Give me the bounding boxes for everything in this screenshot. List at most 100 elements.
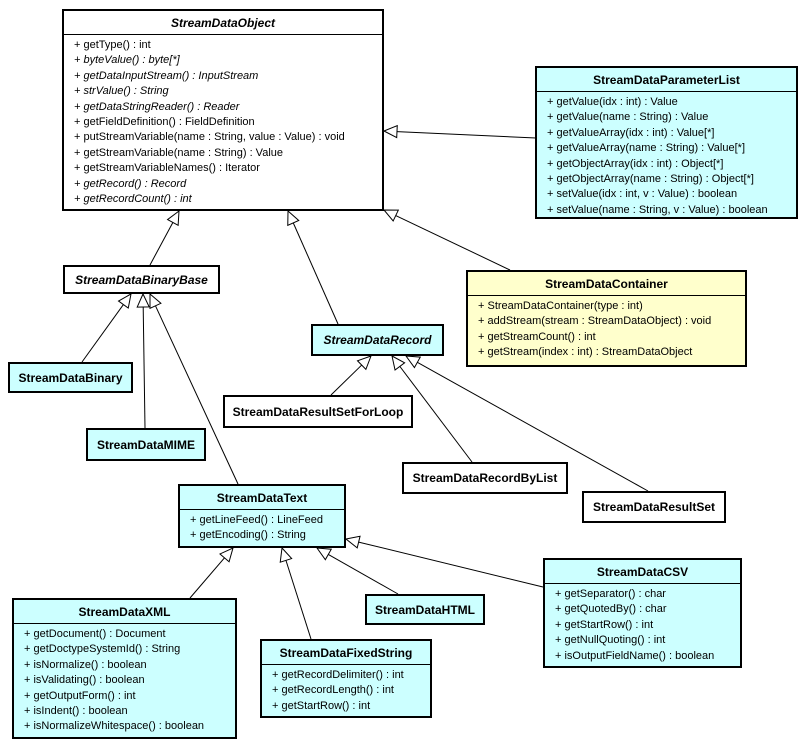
operation: + getRecord() : Record [74,177,187,190]
operation: + byteValue() : byte[*] [74,54,180,67]
class-name: StreamDataResultSetForLoop [232,404,404,419]
operation: + isNormalize() : boolean [24,658,147,671]
operations-compartment: + getSeparator() : char + getQuotedBy() :… [545,583,740,667]
class-stream-data-binary-base[interactable]: StreamDataBinaryBase [63,265,220,294]
operation: + getType() : int [74,39,151,51]
operations-compartment: + getDocument() : Document + getDoctypeSy… [14,623,235,738]
class-stream-data-fixed-string[interactable]: StreamDataFixedString + getRecordDelimit… [260,639,432,718]
class-stream-data-csv[interactable]: StreamDataCSV + getSeparator() : char+ g… [543,558,742,668]
edge-line [142,306,146,429]
generalization-recordByList-to-record [391,355,473,463]
operation: + getValue(idx : int) : Value [547,96,678,108]
operation: + getStream(index : int) : StreamDataObj… [478,346,693,359]
class-stream-data-html[interactable]: StreamDataHTML [365,594,485,625]
operation: + getRecordDelimiter() : int [272,669,404,681]
operations-compartment: + getValue(idx : int) : Value+ getValue(… [537,91,796,221]
generalization-container-to-sdo [382,209,511,271]
operation: + getLineFeed() : LineFeed [190,514,324,526]
operations-compartment: + getType() : int + byteValue() : byte[*]… [64,34,382,210]
generalization-fixedString-to-text [279,546,312,640]
class-stream-data-binary[interactable]: StreamDataBinary [8,362,133,393]
generalization-paramList-to-sdo [382,124,537,139]
operation: + getValueArray(name : String) : Value[*… [547,142,745,155]
operation: + getStartRow() : int [555,618,654,631]
operation: + getDataInputStream() : InputStream [74,69,259,82]
generalization-xml-to-text [189,547,234,599]
hollow-triangle-arrowhead-icon [344,535,361,549]
generalization-csv-to-text [344,535,544,588]
hollow-triangle-arrowhead-icon [287,209,300,227]
generalization-binary-to-binaryBase [81,293,132,363]
edge-line [285,560,312,640]
operation: + isIndent() : boolean [24,705,128,718]
class-name: StreamDataBinary [18,370,123,385]
class-name: StreamDataHTML [374,602,476,617]
class-name: StreamDataContainer [545,277,668,291]
operation: + isOutputFieldName() : boolean [555,649,715,662]
class-name: StreamDataMIME [96,437,196,452]
class-stream-data-record-by-list[interactable]: StreamDataRecordByList [402,462,568,494]
operation: + getQuotedBy() : char [555,603,667,616]
generalization-text-to-binaryBase [149,292,239,485]
hollow-triangle-arrowhead-icon [382,209,400,222]
operation: + getValueArray(idx : int) : Value[*] [547,126,715,139]
class-stream-data-parameter-list[interactable]: StreamDataParameterList + getValue(idx :… [535,66,798,219]
edge-line [395,215,511,271]
hollow-triangle-arrowhead-icon [404,355,422,369]
operation: + getOutputForm() : int [24,689,136,702]
class-name: StreamDataObject [170,16,276,30]
operations-compartment: + getLineFeed() : LineFeed + getEncoding(… [180,509,344,547]
operation: + getObjectArray(idx : int) : Object[*] [547,157,724,170]
operation: + addStream(stream : StreamDataObject) :… [478,315,712,328]
class-stream-data-mime[interactable]: StreamDataMIME [86,428,206,461]
generalization-resultSet-to-record [404,355,649,492]
operation: + isNormalizeWhitespace() : boolean [24,720,205,733]
class-name: StreamDataBinaryBase [75,272,208,287]
hollow-triangle-arrowhead-icon [117,293,132,309]
hollow-triangle-arrowhead-icon [136,292,150,308]
class-stream-data-text[interactable]: StreamDataText + getLineFeed() : LineFee… [178,484,346,548]
hollow-triangle-arrowhead-icon [166,209,180,227]
operation: + getStreamCount() : int [478,330,596,343]
operation: + getEncoding() : String [190,529,306,542]
operation: + putStreamVariable(name : String, value… [74,131,345,144]
operation: + getDocument() : Document [24,628,166,640]
class-stream-data-container[interactable]: StreamDataContainer + StreamDataContaine… [466,270,747,367]
generalization-binaryBase-to-sdo [149,209,180,266]
operation: + getNullQuoting() : int [555,634,666,647]
hollow-triangle-arrowhead-icon [219,547,234,563]
edge-line [189,557,225,599]
edge-line [417,361,649,492]
hollow-triangle-arrowhead-icon [279,546,293,563]
operation: + getStartRow() : int [272,699,371,712]
generalization-resultSetForLoop-to-record [330,355,372,396]
operation: + getFieldDefinition() : FieldDefinition [74,116,255,129]
class-stream-data-xml[interactable]: StreamDataXML + getDocument() : Document… [12,598,237,739]
class-name: StreamDataRecordByList [412,471,558,485]
class-name: StreamDataXML [78,605,171,619]
edge-line [396,131,537,139]
operation: + getSeparator() : char [555,588,666,600]
hollow-triangle-arrowhead-icon [382,124,398,139]
operation: + getStreamVariableNames() : Iterator [74,162,260,175]
operation: + setValue(name : String, v : Value) : b… [547,203,768,216]
operation: + getDataStringReader() : Reader [74,100,240,113]
operation: + getRecordCount() : int [74,193,192,206]
operation: + StreamDataContainer(type : int) [478,300,643,312]
edge-line [330,364,363,396]
class-stream-data-result-set[interactable]: StreamDataResultSet [582,491,726,523]
operation: + getObjectArray(name : String) : Object… [547,173,754,186]
class-stream-data-result-set-for-loop[interactable]: StreamDataResultSetForLoop [223,395,413,428]
edge-line [328,553,399,595]
edge-line [399,366,473,463]
class-stream-data-object[interactable]: StreamDataObject + getType() : int + byte… [62,9,384,211]
hollow-triangle-arrowhead-icon [149,292,162,310]
operation: + isValidating() : boolean [24,674,145,687]
operation: + getDoctypeSystemId() : String [24,643,181,656]
class-name: StreamDataText [216,491,308,505]
edge-line [358,541,544,588]
class-stream-data-record[interactable]: StreamDataRecord [311,324,444,356]
operations-compartment: + getRecordDelimiter() : int + getRecordL… [262,664,430,717]
operation: + getRecordLength() : int [272,684,394,697]
